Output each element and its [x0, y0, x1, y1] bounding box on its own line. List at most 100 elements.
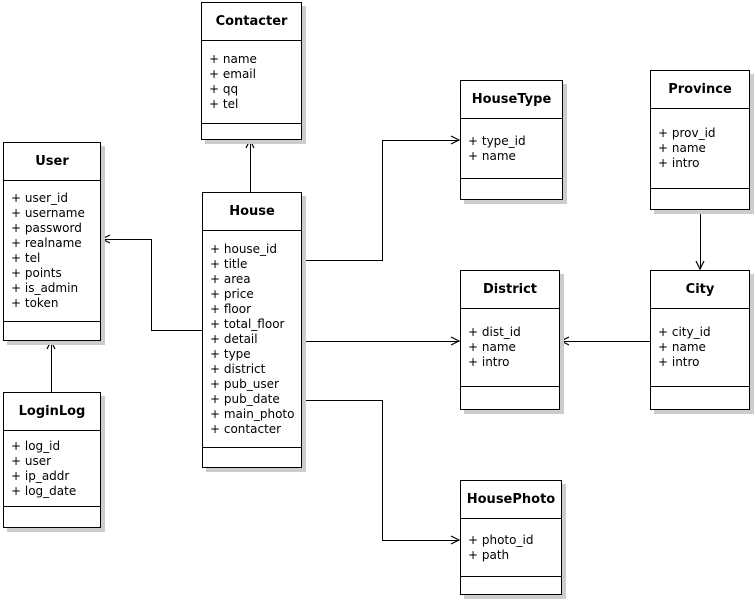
connector-segment: [302, 341, 459, 342]
class-title: District: [483, 282, 537, 297]
attribute-house-pub_user: + pub_user: [210, 376, 279, 391]
attribute-user-points: + points: [11, 266, 62, 280]
attribute-house-pub_date: + pub_date: [210, 391, 280, 406]
class-title: HousePhoto: [466, 492, 556, 507]
class-attributes: + house_id+ title+ area+ price+ floor+ t…: [203, 230, 301, 447]
attribute-province-name: + name: [658, 141, 706, 155]
connector-segment: [700, 210, 701, 269]
class-title: House: [229, 204, 275, 219]
attribute-housephoto-path: + path: [468, 547, 510, 562]
connector-segment: [302, 260, 383, 261]
class-house: House + house_id+ title+ area+ price+ fl…: [202, 192, 302, 468]
attribute-contacter-qq: + qq: [209, 82, 239, 96]
attribute-house-detail: + detail: [210, 331, 258, 346]
attribute-housephoto-photo_id: + photo_id: [468, 532, 534, 547]
attribute-house-house_id: + house_id: [210, 241, 278, 256]
attribute-house-main_photo: + main_photo: [210, 406, 295, 421]
connector-segment: [382, 400, 383, 540]
class-attributes: + prov_id+ name+ intro: [651, 108, 749, 188]
class-user: User + user_id+ username+ password+ real…: [3, 142, 101, 341]
class-attributes: + photo_id+ path: [461, 518, 561, 576]
class-loginlog: LoginLog + log_id+ user+ ip_addr+ log_da…: [3, 392, 101, 528]
attribute-user-user_id: + user_id: [11, 191, 68, 205]
class-title: Contacter: [215, 14, 288, 29]
attribute-city-intro: + intro: [658, 355, 700, 369]
attribute-city-city_id: + city_id: [658, 325, 711, 339]
connector-segment: [250, 141, 251, 192]
attribute-contacter-tel: + tel: [209, 97, 239, 111]
arrowhead-left-icon: [560, 336, 570, 346]
attribute-house-district: + district: [210, 361, 266, 376]
class-title: LoginLog: [18, 404, 86, 419]
attribute-user-password: + password: [11, 221, 82, 235]
attribute-city-name: + name: [658, 340, 706, 354]
attribute-loginlog-ip_addr: + ip_addr: [11, 468, 70, 483]
attribute-user-is_admin: + is_admin: [11, 281, 79, 295]
attribute-user-realname: + realname: [11, 236, 82, 250]
connector-segment: [382, 540, 459, 541]
connector-segment: [151, 330, 202, 331]
attribute-house-contacter: + contacter: [210, 421, 282, 436]
class-attributes: + type_id+ name: [461, 118, 562, 178]
attribute-user-tel: + tel: [11, 251, 41, 265]
arrowhead-up-icon: [245, 139, 255, 149]
class-title: City: [685, 282, 715, 297]
class-operations-empty: [4, 321, 100, 340]
connector-segment: [382, 140, 459, 141]
attribute-house-area: + area: [210, 271, 251, 286]
attribute-loginlog-log_id: + log_id: [11, 438, 61, 453]
attribute-province-intro: + intro: [658, 156, 700, 170]
attribute-house-title: + title: [210, 256, 248, 271]
class-attributes: + user_id+ username+ password+ realname+…: [4, 180, 100, 321]
class-attributes: + log_id+ user+ ip_addr+ log_date: [4, 430, 100, 506]
attribute-house-floor: + floor: [210, 301, 252, 316]
attribute-loginlog-user: + user: [11, 453, 52, 468]
attribute-contacter-name: + name: [209, 52, 257, 66]
attribute-housetype-name: + name: [468, 148, 516, 163]
class-attributes: + city_id+ name+ intro: [651, 308, 749, 386]
arrowhead-down-icon: [695, 260, 705, 270]
class-province: Province + prov_id+ name+ intro: [650, 70, 750, 210]
class-operations-empty: [651, 386, 749, 409]
class-title: User: [35, 154, 69, 169]
connector-segment: [51, 342, 52, 392]
class-contacter: Contacter + name+ email+ qq+ tel: [201, 2, 302, 140]
class-attributes: + dist_id+ name+ intro: [461, 308, 559, 386]
class-operations-empty: [202, 123, 301, 139]
arrowhead-right-icon: [450, 535, 460, 545]
attribute-loginlog-log_date: + log_date: [11, 483, 77, 498]
arrowhead-right-icon: [450, 135, 460, 145]
arrowhead-up-icon: [46, 340, 56, 350]
attribute-house-type: + type: [210, 346, 251, 361]
attribute-user-username: + username: [11, 206, 85, 220]
class-title: HouseType: [471, 92, 552, 107]
class-district: District + dist_id+ name+ intro: [460, 270, 560, 410]
connector-segment: [102, 239, 152, 240]
connector-segment: [382, 140, 383, 261]
class-operations-empty: [461, 576, 561, 594]
class-housephoto: HousePhoto + photo_id+ path: [460, 480, 562, 595]
class-operations-empty: [4, 506, 100, 527]
class-attributes: + name+ email+ qq+ tel: [202, 40, 301, 123]
arrowhead-right-icon: [450, 336, 460, 346]
attribute-user-token: + token: [11, 296, 59, 310]
class-operations-empty: [651, 188, 749, 209]
attribute-district-dist_id: + dist_id: [468, 325, 521, 339]
class-operations-empty: [461, 386, 559, 409]
connector-segment: [302, 400, 383, 401]
class-operations-empty: [461, 178, 562, 199]
arrowhead-left-icon: [101, 234, 111, 244]
attribute-house-total_floor: + total_floor: [210, 316, 285, 331]
attribute-house-price: + price: [210, 286, 254, 301]
class-city: City + city_id+ name+ intro: [650, 270, 750, 410]
class-title: Province: [668, 82, 732, 97]
connector-segment: [151, 239, 152, 331]
attribute-district-intro: + intro: [468, 355, 510, 369]
class-operations-empty: [203, 447, 301, 467]
attribute-housetype-type_id: + type_id: [468, 133, 526, 148]
attribute-district-name: + name: [468, 340, 516, 354]
attribute-province-prov_id: + prov_id: [658, 126, 716, 140]
class-housetype: HouseType + type_id+ name: [460, 80, 563, 200]
connector-segment: [561, 341, 650, 342]
